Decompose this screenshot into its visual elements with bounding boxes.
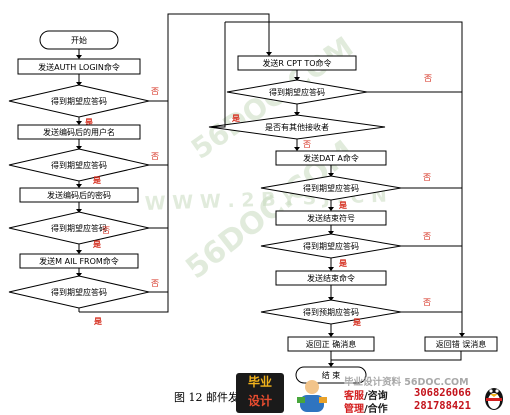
yes-label-4: 是 [93,316,102,326]
check-4-label: 得到期望应答码 [51,287,107,297]
figure-caption: 图 12 邮件发 [174,391,239,404]
logo-line1: 毕业 [247,375,272,389]
check-7-label: 得到期望应答码 [303,241,359,251]
no-label-4: 否 [151,279,159,288]
yes-label-2: 是 [92,175,101,185]
return-error-label: 返回错 误消息 [436,339,487,349]
logo: 毕业 设计 [236,373,284,413]
no-label-7: 否 [423,232,431,241]
check-5-label: 得到期望应答码 [269,87,325,97]
start-label: 开始 [71,35,87,45]
check-1-label: 得到期望应答码 [51,96,107,106]
banner-service-b-suffix: /合作 [364,404,388,415]
contact-person-icon [297,380,327,412]
step-user-label: 发送编码后的用户名 [43,127,115,137]
yes-label-5: 是 [231,113,240,123]
no-label-1: 否 [151,87,159,96]
banner-qq-2[interactable]: 281788421 [414,400,471,412]
check-more-recipients-label: 是否有其他接收者 [265,122,329,132]
banner-service-line: 客服/咨询 [344,387,388,402]
banner-service-b: 管理 [344,404,364,415]
no-label-6: 否 [423,173,431,182]
step-end-mark-label: 发送结束符号 [307,213,355,223]
no-label-more: 否 [303,140,311,149]
end-node [295,366,367,384]
banner-manage-line: 管理/合作 [344,400,388,415]
return-ok-label: 返回正 确消息 [306,339,357,349]
check-8-label: 得到预期应答码 [303,307,359,317]
yes-label-8: 是 [352,317,361,327]
no-label-3: 否 [102,226,110,235]
banner-qq-1[interactable]: 306826066 [414,387,471,399]
no-label-5: 否 [424,74,432,83]
no-label-2: 否 [151,152,159,161]
step-rcpt-label: 发送R CPT TO命令 [262,58,331,68]
no-label-8: 否 [423,298,431,307]
yes-label-7: 是 [338,258,347,268]
qq-penguin-icon[interactable] [482,383,506,411]
banner-service-a: 客服 [344,391,364,402]
check-6-label: 得到期望应答码 [303,183,359,193]
step-mailfrom-label: 发送M AIL FROM命令 [39,256,119,266]
yes-label-6: 是 [338,200,347,210]
banner-service-a-suffix: /咨询 [364,391,388,402]
yes-label-1: 是 [84,117,93,127]
banner-site-text: 毕业设计资料 56DOC.COM [344,377,469,388]
step-end-cmd-label: 发送结束命令 [307,273,355,283]
step-data-label: 发送DAT A命令 [303,153,359,163]
step-pass-label: 发送编码后的密码 [47,190,111,200]
check-3-label: 得到期望应答码 [51,223,107,233]
logo-line2: 设计 [247,394,272,408]
check-2-label: 得到期望应答码 [51,160,107,170]
end-label: 结 束 [322,370,341,380]
step-auth-login-label: 发送AUTH LOGIN命令 [38,62,120,72]
yes-label-3: 是 [92,239,101,249]
